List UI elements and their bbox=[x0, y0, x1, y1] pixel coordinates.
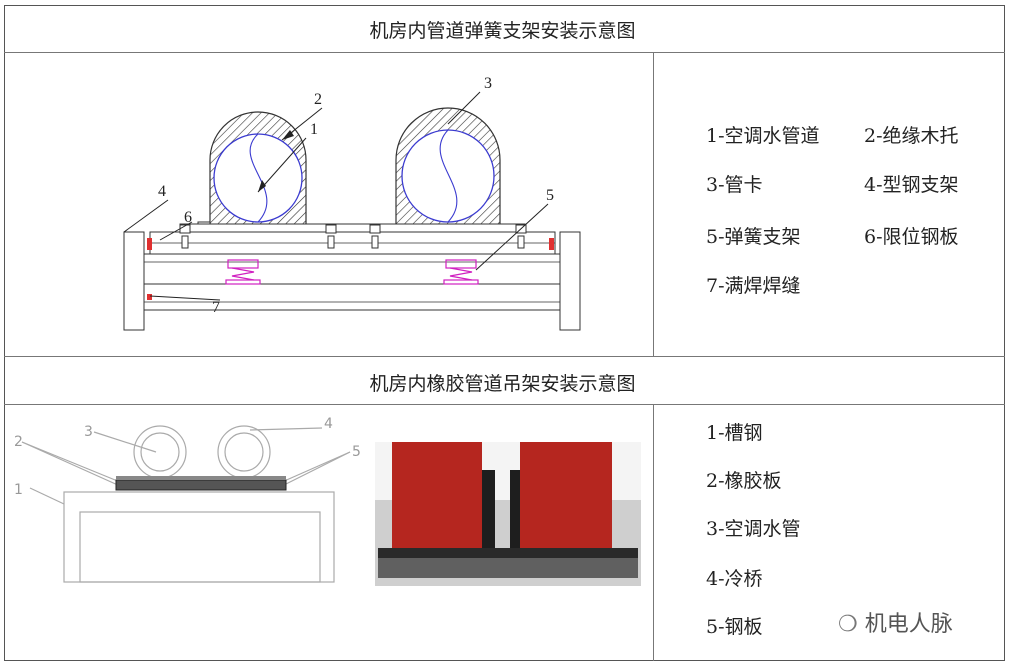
legend-item: 2-橡胶板 bbox=[706, 470, 782, 492]
spring-left bbox=[225, 259, 261, 285]
spring-right bbox=[443, 259, 479, 285]
callout-2: 2 bbox=[314, 91, 322, 108]
legend-item: 1-槽钢 bbox=[706, 422, 763, 444]
rubber-plate bbox=[115, 479, 287, 491]
callout-5: 5 bbox=[546, 187, 554, 204]
callout-b5: 5 bbox=[352, 444, 361, 460]
callout-b4: 4 bbox=[324, 416, 333, 432]
pipe-left bbox=[213, 133, 303, 223]
divider bbox=[4, 404, 1005, 405]
divider bbox=[653, 404, 654, 661]
legend-item: 3-空调水管 bbox=[706, 518, 801, 540]
legend-item: 5-钢板 bbox=[706, 616, 763, 638]
legend-item: 5-弹簧支架 bbox=[706, 226, 801, 248]
legend-item: 6-限位钢板 bbox=[864, 226, 959, 248]
callout-b2: 2 bbox=[14, 434, 23, 450]
divider bbox=[4, 356, 1005, 357]
callout-4: 4 bbox=[158, 183, 166, 200]
callout-1: 1 bbox=[310, 121, 318, 138]
callout-3: 3 bbox=[484, 75, 492, 92]
pipe-right bbox=[401, 129, 495, 223]
divider bbox=[4, 52, 1005, 53]
callout-b3: 3 bbox=[84, 424, 93, 440]
table-frame bbox=[4, 5, 1005, 661]
legend-item: 4-型钢支架 bbox=[864, 174, 959, 196]
watermark-text: 机电人脉 bbox=[864, 612, 953, 637]
wechat-icon: ❍ bbox=[838, 612, 865, 637]
pipe-left-sketch bbox=[133, 425, 187, 479]
callout-7: 7 bbox=[212, 299, 220, 316]
top-title: 机房内管道弹簧支架安装示意图 bbox=[369, 20, 636, 42]
legend-item: 1-空调水管道 bbox=[706, 125, 820, 147]
callout-6: 6 bbox=[184, 209, 192, 226]
legend-item: 3-管卡 bbox=[706, 174, 763, 196]
legend-item: 4-冷桥 bbox=[706, 568, 763, 590]
divider bbox=[653, 52, 654, 356]
watermark: ❍ 机电人脉 bbox=[838, 606, 953, 638]
bottom-title: 机房内橡胶管道吊架安装示意图 bbox=[369, 373, 636, 395]
callout-b1: 1 bbox=[14, 482, 23, 498]
installation-photo bbox=[375, 442, 641, 586]
legend-item: 7-满焊焊缝 bbox=[706, 275, 801, 297]
legend-item: 2-绝缘木托 bbox=[864, 125, 959, 147]
pipe-right-sketch bbox=[217, 425, 271, 479]
